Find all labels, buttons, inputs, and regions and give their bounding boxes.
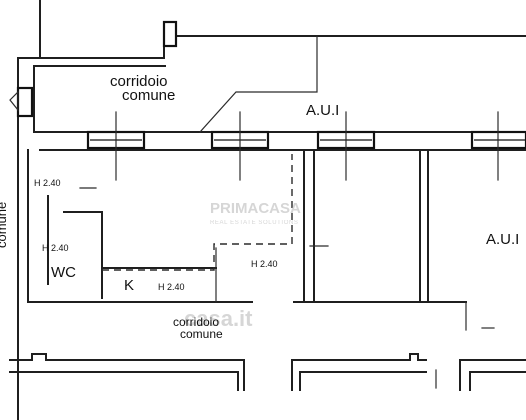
- height-label-4: H 2.40: [251, 259, 278, 269]
- facade-windows: [86, 111, 526, 181]
- corridor-bottom-label-1: corridoio: [173, 315, 219, 329]
- corridor-top-label-1: corridoio: [110, 73, 168, 90]
- lower-right-wall-2: [469, 371, 526, 391]
- corridor-bottom-label-2: comune: [180, 327, 223, 341]
- kitchen-label: K: [124, 277, 134, 294]
- window-3: [316, 111, 376, 181]
- corridor-top-wall: [33, 65, 526, 133]
- wc-label: WC: [51, 264, 76, 281]
- lower-walls: [9, 353, 526, 391]
- lower-right-wall: [459, 359, 526, 391]
- aui-top-label: A.U.I: [306, 102, 339, 119]
- watermark-brand-sub: REAL ESTATE SOLUTIONS: [210, 220, 299, 226]
- window-1: [86, 111, 146, 181]
- top-small-window: [162, 20, 178, 48]
- left-vertical-label: comune: [0, 202, 9, 248]
- height-label-2: H 2.40: [42, 243, 69, 253]
- corridor-angle-line: [199, 35, 318, 133]
- watermark-site: casa.it: [184, 306, 253, 331]
- interior-walls: [27, 149, 495, 331]
- left-arrow-mark: [9, 90, 19, 112]
- height-label-3: H 2.40: [158, 282, 185, 292]
- left-small-window: [16, 86, 34, 118]
- top-openings: [9, 20, 178, 118]
- top-left-wall: [39, 0, 526, 59]
- kitchen-dashed-outline: [102, 154, 293, 271]
- corridor-top-label-2: comune: [122, 87, 175, 104]
- wc-inner-wall: [63, 211, 103, 299]
- window-2: [210, 111, 270, 181]
- lower-middle-wall-2: [299, 371, 427, 391]
- watermark-brand: PRIMACASA: [210, 200, 301, 217]
- lower-left-wall: [9, 353, 245, 391]
- lower-middle-wall: [291, 353, 427, 391]
- window-4: [470, 111, 526, 181]
- aui-right-label: A.U.I: [486, 231, 519, 248]
- labels: corridoio comune A.U.I A.U.I H 2.40 H 2.…: [0, 73, 519, 341]
- height-label-1: H 2.40: [34, 178, 61, 188]
- lower-left-wall-2: [9, 371, 239, 391]
- watermark-group: PRIMACASA REAL ESTATE SOLUTIONS casa.it: [184, 200, 301, 331]
